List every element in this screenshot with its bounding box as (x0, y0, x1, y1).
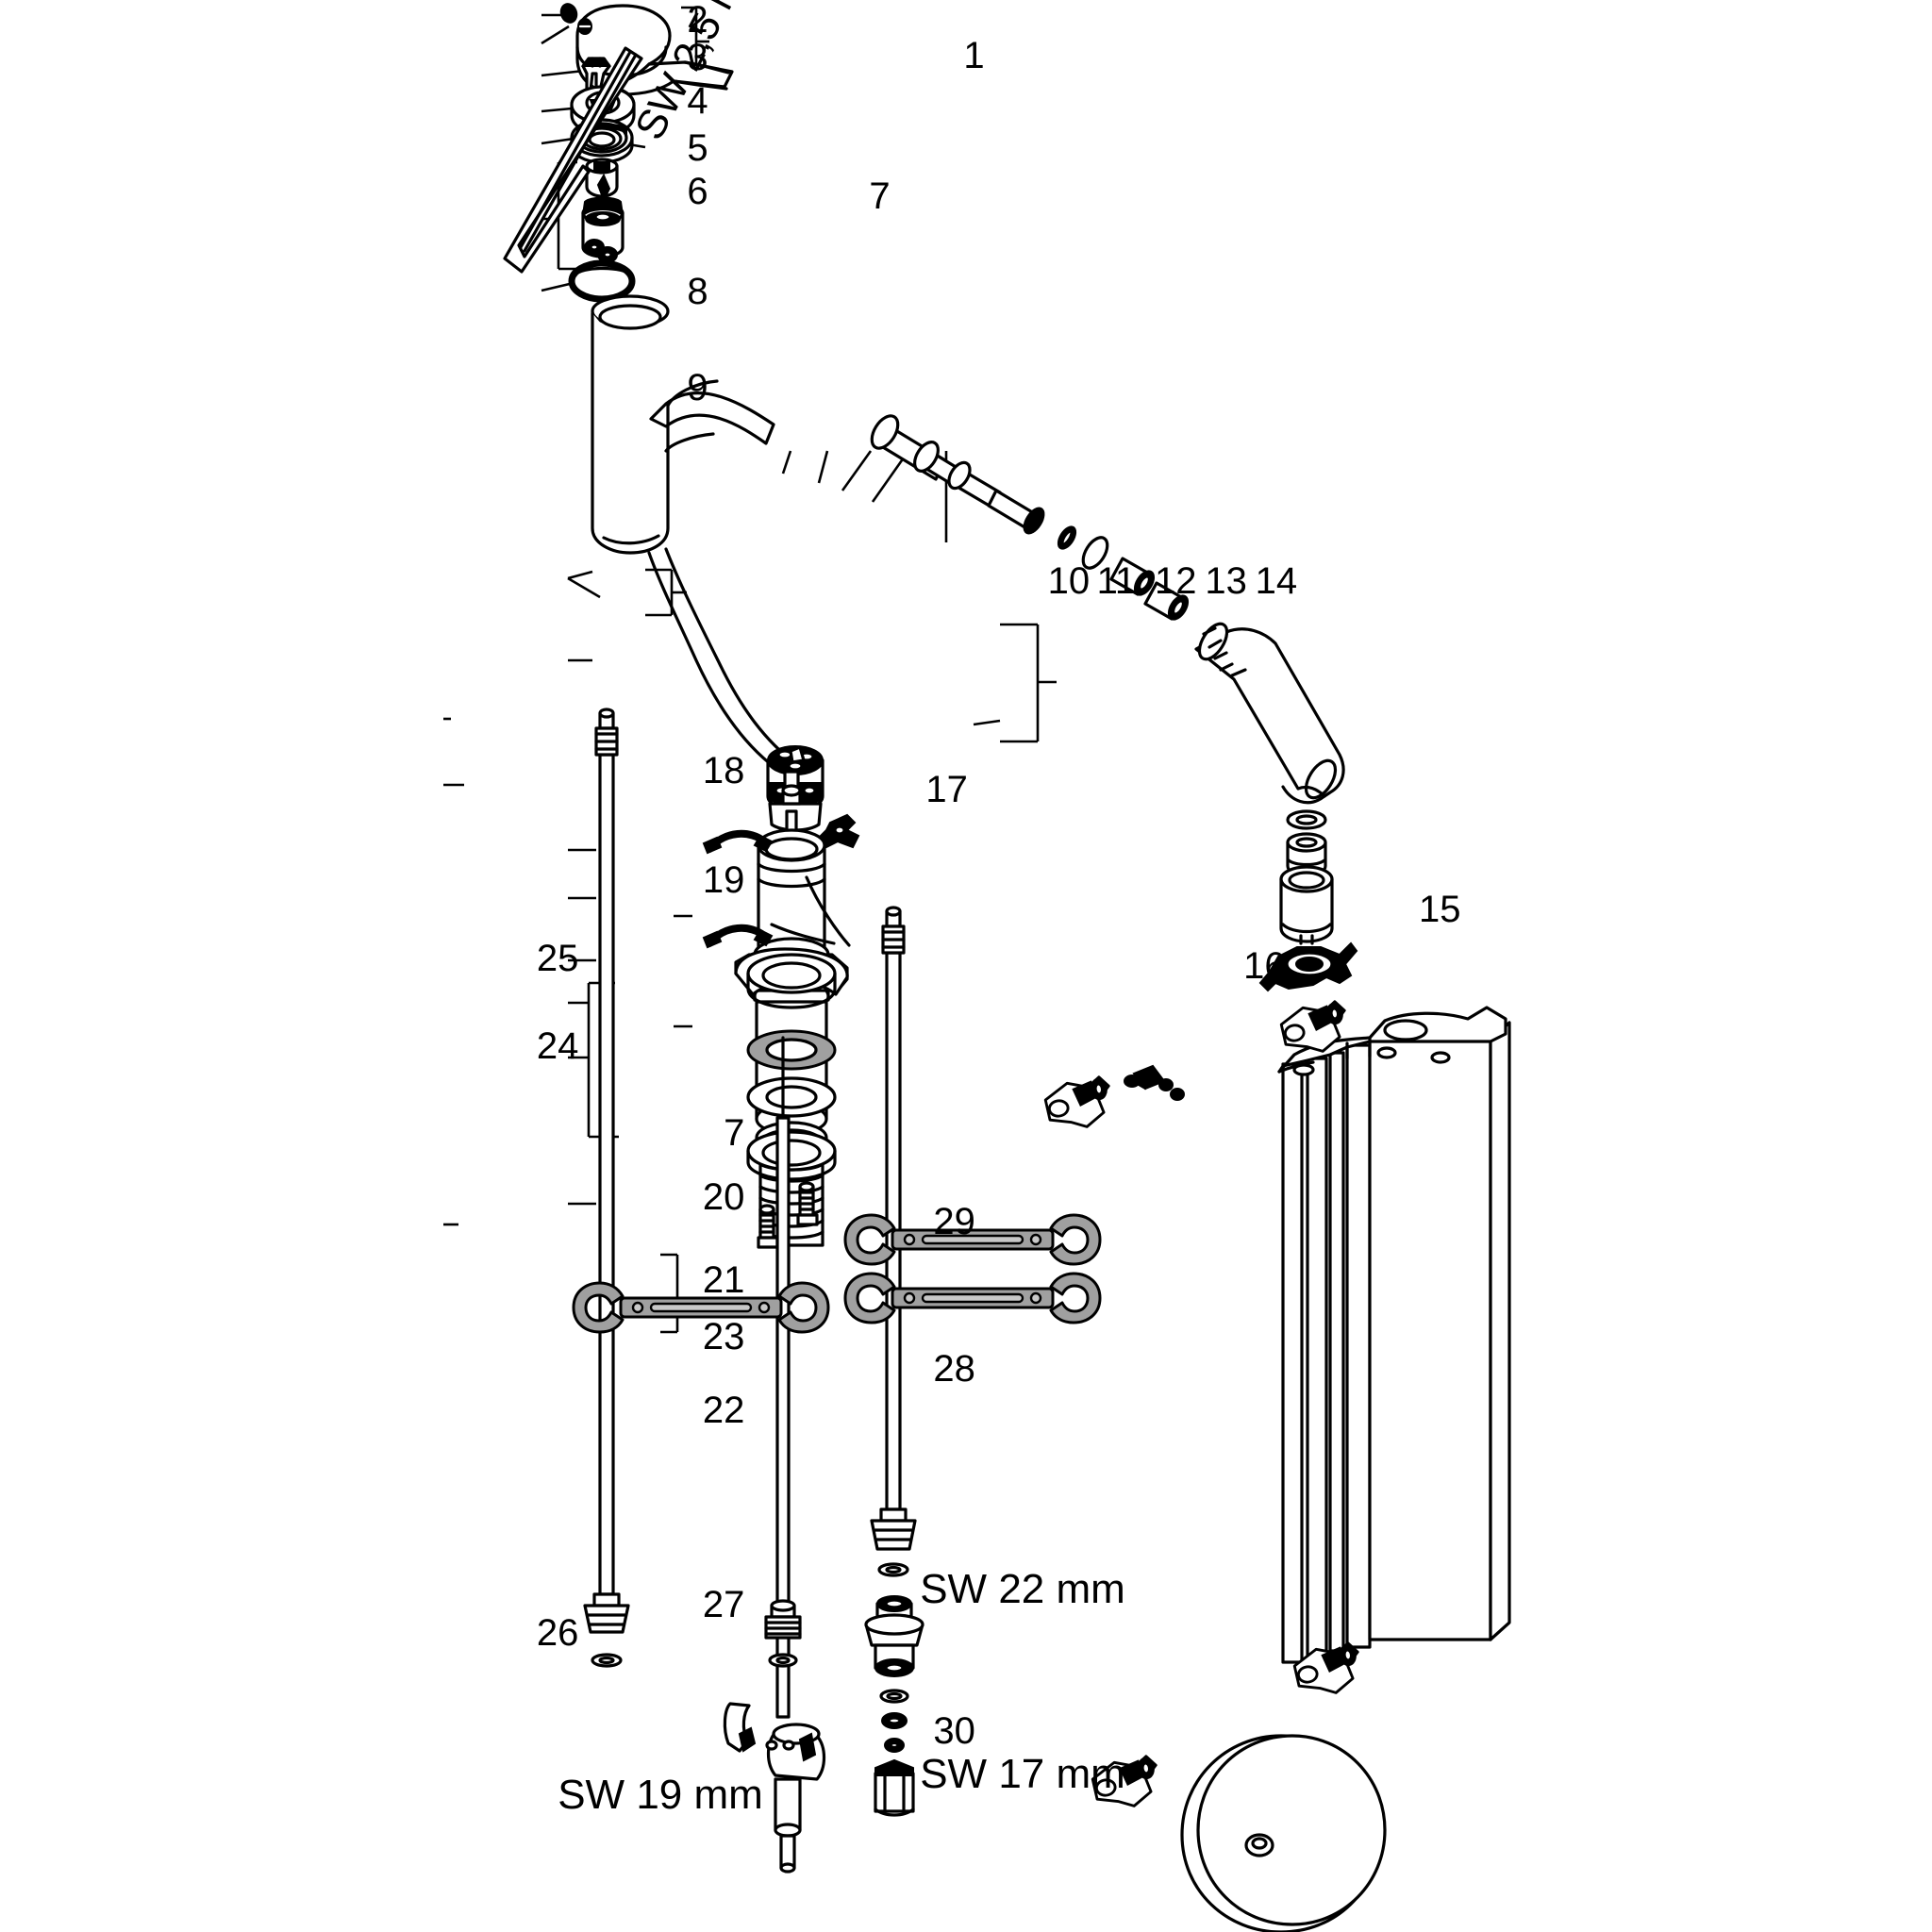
part-number-30: 30 (933, 1709, 975, 1752)
part-hinge-clamps (1043, 1000, 1359, 1807)
part-number-15: 15 (1419, 889, 1461, 930)
part-number-28: 28 (933, 1347, 975, 1390)
tool-wrench-22 (843, 1213, 1102, 1266)
part-number-17: 17 (925, 769, 968, 811)
part-number-21: 21 (702, 1259, 745, 1302)
part-aerator-assembly (1279, 809, 1334, 945)
part-number-24: 24 (536, 1025, 579, 1068)
part-number-26: 26 (536, 1611, 579, 1654)
part-sleeve-13 (1143, 581, 1190, 621)
part-cartridge-assembly (581, 158, 625, 263)
part-mounting-rail (1124, 1006, 1511, 1664)
part-connection-tube (764, 1036, 802, 1719)
part-number-14: 14 (1255, 560, 1298, 602)
part-base-disc (1180, 1734, 1387, 1932)
part-number-16: 16 (1243, 945, 1286, 987)
part-number-27: 27 (702, 1584, 745, 1626)
part-number-8: 8 (687, 271, 708, 313)
part-number-9: 9 (687, 366, 708, 408)
part-seal-gasket-23 (746, 1029, 837, 1071)
part-retaining-ring (568, 259, 636, 303)
part-nut-seal-kit-30 (874, 1689, 915, 1817)
part-spout-tube (1194, 622, 1345, 805)
part-number-22: 22 (702, 1389, 745, 1431)
tool-label-wrench-22: SW 22 mm (920, 1566, 1125, 1613)
part-number-5: 5 (687, 127, 708, 170)
part-number-29: 29 (933, 1200, 975, 1242)
part-washer-set-22 (746, 1076, 837, 1249)
part-number-2: 2 (687, 0, 708, 42)
tool-label-wrench-17: SW 17 mm (920, 1751, 1125, 1798)
part-number-3: 3 (687, 37, 708, 79)
part-set-screw (577, 18, 592, 35)
part-c-clips (702, 829, 774, 949)
part-hose-clip (817, 813, 860, 849)
part-bottom-clamp (723, 1702, 826, 1874)
part-number-13: 13 (1205, 560, 1247, 602)
part-number-6: 6 (687, 170, 708, 212)
part-number-12: 12 (1155, 560, 1197, 602)
part-o-ring-11 (1081, 536, 1109, 570)
tool-wrench-19 (572, 1281, 830, 1334)
part-o-ring-10 (1057, 525, 1077, 550)
part-number-1: 1 (963, 34, 985, 76)
part-number-7b: 7 (724, 1112, 745, 1155)
part-number-7a: 7 (869, 175, 891, 217)
part-hose-assembly (647, 547, 798, 770)
part-number-20: 20 (702, 1176, 745, 1219)
part-number-11: 11 (1096, 560, 1137, 602)
part-sleeve-12 (1109, 557, 1156, 596)
part-handle-adapter (581, 57, 611, 92)
part-flexible-hose-24 (583, 708, 630, 1668)
part-number-23: 23 (702, 1316, 745, 1358)
tool-label-wrench-19: SW 19 mm (558, 1771, 763, 1818)
part-number-18: 18 (702, 750, 745, 792)
part-spout-connector (870, 414, 1045, 535)
part-number-19: 19 (702, 859, 745, 902)
part-number-25: 25 (536, 938, 579, 979)
tool-wrench-17 (843, 1272, 1102, 1324)
part-number-4: 4 (687, 79, 708, 122)
part-spout-body (591, 294, 775, 555)
part-screw-plug (559, 3, 578, 24)
part-aerator-key (1258, 941, 1358, 992)
tool-hex-key (503, 46, 643, 274)
part-mounting-bracket (734, 947, 849, 1009)
part-valve-body-lower (864, 1595, 924, 1677)
part-number-10: 10 (1047, 560, 1091, 602)
